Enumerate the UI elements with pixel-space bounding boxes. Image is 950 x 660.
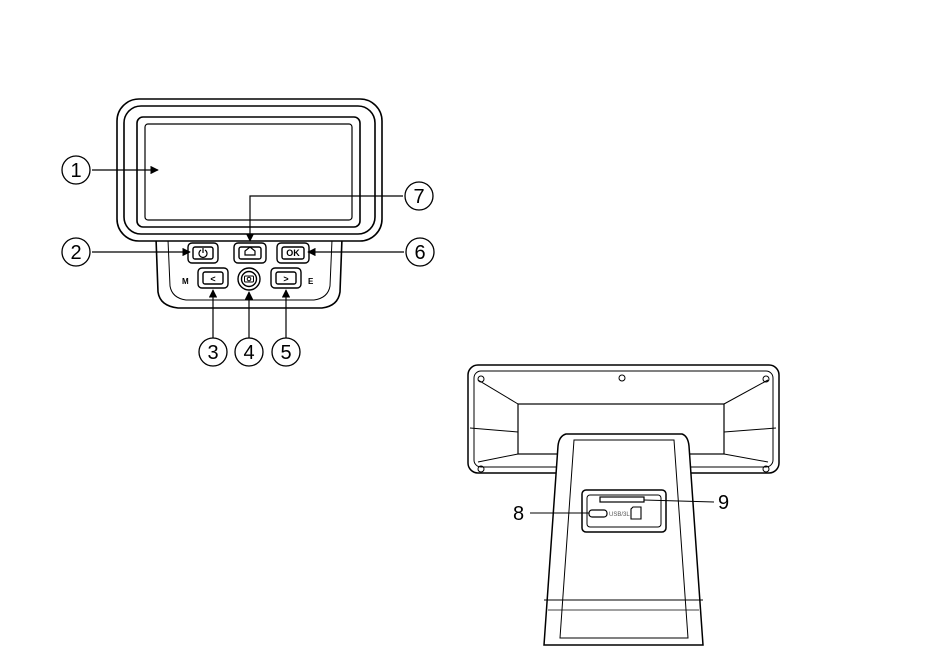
callout-5: 5 <box>280 342 291 364</box>
power-button[interactable] <box>188 243 218 263</box>
callout-9: 9 <box>718 492 729 514</box>
callout-7: 7 <box>413 186 424 208</box>
back-stand <box>544 434 703 645</box>
side-mark-left: M <box>182 277 189 286</box>
side-mark-right: E <box>308 277 314 286</box>
callout-1: 1 <box>70 160 81 182</box>
port-panel <box>582 490 666 532</box>
home-button[interactable] <box>234 243 266 263</box>
usb-port-label: USB/3L <box>609 512 630 518</box>
home-icon <box>245 247 255 255</box>
power-icon <box>199 248 207 257</box>
callout-4: 4 <box>243 342 254 364</box>
camera-button[interactable] <box>238 268 260 290</box>
callout-6: 6 <box>414 242 425 264</box>
callout-2: 2 <box>70 242 81 264</box>
ok-label: OK <box>286 248 300 258</box>
callout-3: 3 <box>207 342 218 364</box>
camera-icon <box>245 276 254 282</box>
left-label: < <box>210 274 215 284</box>
callout-8: 8 <box>513 503 524 525</box>
right-label: > <box>283 274 288 284</box>
